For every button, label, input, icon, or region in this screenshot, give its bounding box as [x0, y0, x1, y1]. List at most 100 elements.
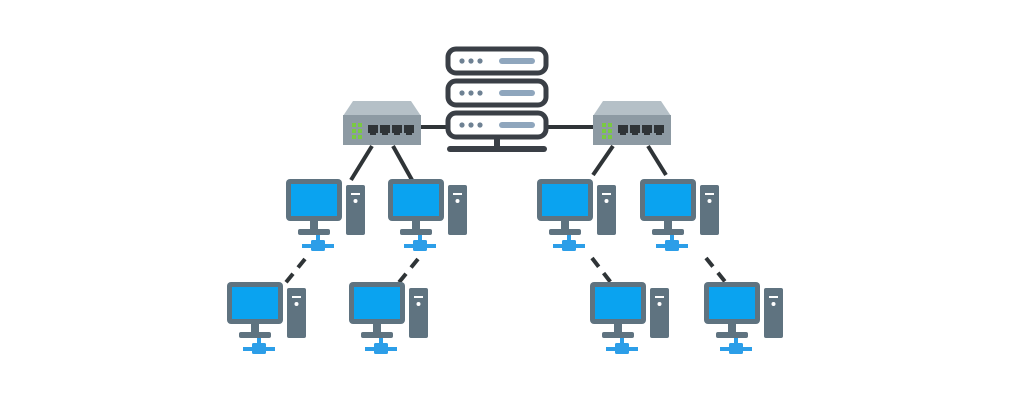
- network-port-node: [615, 343, 629, 354]
- tower-drive-slot: [769, 296, 778, 298]
- server-indicator-dot: [468, 90, 474, 96]
- switch-led: [352, 123, 356, 127]
- network-switch-icon: [593, 101, 671, 145]
- monitor-neck: [373, 324, 381, 333]
- computer-tower: [650, 288, 669, 338]
- computer-tower: [764, 288, 783, 338]
- tower-power-button: [353, 199, 358, 203]
- monitor-base: [239, 332, 271, 338]
- monitor-screen: [542, 184, 588, 216]
- link-switch-right-to-computer-right-1: [591, 144, 615, 177]
- monitor-neck: [728, 324, 736, 333]
- network-port-stem: [257, 338, 261, 347]
- server-indicator-dot: [468, 122, 474, 128]
- switch-port: [642, 125, 652, 135]
- desktop-computer-icon: [227, 282, 306, 354]
- network-nodes: [227, 46, 783, 354]
- server-indicator-dot: [459, 122, 465, 128]
- network-port-node: [413, 240, 427, 251]
- desktop-computer-icon: [537, 179, 616, 251]
- tower-power-button: [657, 302, 662, 306]
- desktop-computer-icon: [286, 179, 365, 251]
- monitor-base: [400, 229, 432, 235]
- tower-power-button: [707, 199, 712, 203]
- monitor-neck: [251, 324, 259, 333]
- monitor-screen: [595, 287, 641, 319]
- network-port-stem: [670, 235, 674, 244]
- server-drive-bar: [499, 58, 535, 64]
- switch-port: [404, 125, 414, 135]
- computer-tower: [597, 185, 616, 235]
- switch-led: [602, 129, 606, 133]
- server-indicator-dot: [477, 122, 483, 128]
- monitor-screen: [709, 287, 755, 319]
- switch-led: [608, 135, 612, 139]
- desktop-computer-icon: [349, 282, 428, 354]
- tower-power-button: [455, 199, 460, 203]
- network-port-node: [252, 343, 266, 354]
- server-stand-base: [447, 146, 547, 152]
- desktop-computer-icon: [704, 282, 783, 354]
- tower-power-button: [416, 302, 421, 306]
- link-switch-left-to-computer-left-1: [349, 144, 374, 182]
- tower-power-button: [294, 302, 299, 306]
- monitor-base: [652, 229, 684, 235]
- desktop-computer-icon: [388, 179, 467, 251]
- computer-tower: [448, 185, 467, 235]
- switch-port: [380, 125, 390, 135]
- tower-drive-slot: [414, 296, 423, 298]
- network-port-stem: [734, 338, 738, 347]
- monitor-base: [298, 229, 330, 235]
- server-unit: [445, 78, 549, 108]
- monitor-neck: [310, 221, 318, 230]
- tower-drive-slot: [292, 296, 301, 298]
- switch-led: [602, 123, 606, 127]
- monitor-base: [716, 332, 748, 338]
- link-switch-left-to-computer-left-2: [391, 145, 414, 181]
- network-port-node: [665, 240, 679, 251]
- switch-port: [630, 125, 640, 135]
- monitor-screen: [645, 184, 691, 216]
- tower-drive-slot: [602, 193, 611, 195]
- server-rack-icon: [445, 46, 549, 152]
- switch-led: [358, 135, 362, 139]
- network-links: [281, 125, 729, 288]
- tower-drive-slot: [655, 296, 664, 298]
- tower-drive-slot: [453, 193, 462, 195]
- network-port-stem: [567, 235, 571, 244]
- computer-tower: [409, 288, 428, 338]
- monitor-neck: [614, 324, 622, 333]
- link-computer-left-2-to-computer-left-4: [394, 257, 420, 288]
- switch-top-face: [343, 101, 421, 116]
- tower-power-button: [771, 302, 776, 306]
- switch-led: [352, 135, 356, 139]
- network-port-node: [374, 343, 388, 354]
- network-switch-icon: [343, 101, 421, 145]
- desktop-computer-icon: [640, 179, 719, 251]
- switch-port: [392, 125, 402, 135]
- switch-led: [352, 129, 356, 133]
- switch-led: [358, 123, 362, 127]
- link-computer-right-2-to-computer-right-4: [704, 256, 729, 286]
- computer-tower: [346, 185, 365, 235]
- network-port-stem: [379, 338, 383, 347]
- server-indicator-dot: [477, 58, 483, 64]
- server-drive-bar: [499, 90, 535, 96]
- switch-led: [608, 123, 612, 127]
- network-port-node: [729, 343, 743, 354]
- monitor-base: [549, 229, 581, 235]
- switch-top-face: [593, 101, 671, 116]
- monitor-neck: [561, 221, 569, 230]
- desktop-computer-icon: [590, 282, 669, 354]
- tower-drive-slot: [705, 193, 714, 195]
- switch-led: [608, 129, 612, 133]
- link-computer-right-1-to-computer-right-3: [590, 256, 614, 286]
- computer-tower: [287, 288, 306, 338]
- monitor-neck: [664, 221, 672, 230]
- switch-port: [654, 125, 664, 135]
- server-stand-neck: [494, 137, 500, 147]
- switch-port: [618, 125, 628, 135]
- network-port-stem: [620, 338, 624, 347]
- monitor-base: [361, 332, 393, 338]
